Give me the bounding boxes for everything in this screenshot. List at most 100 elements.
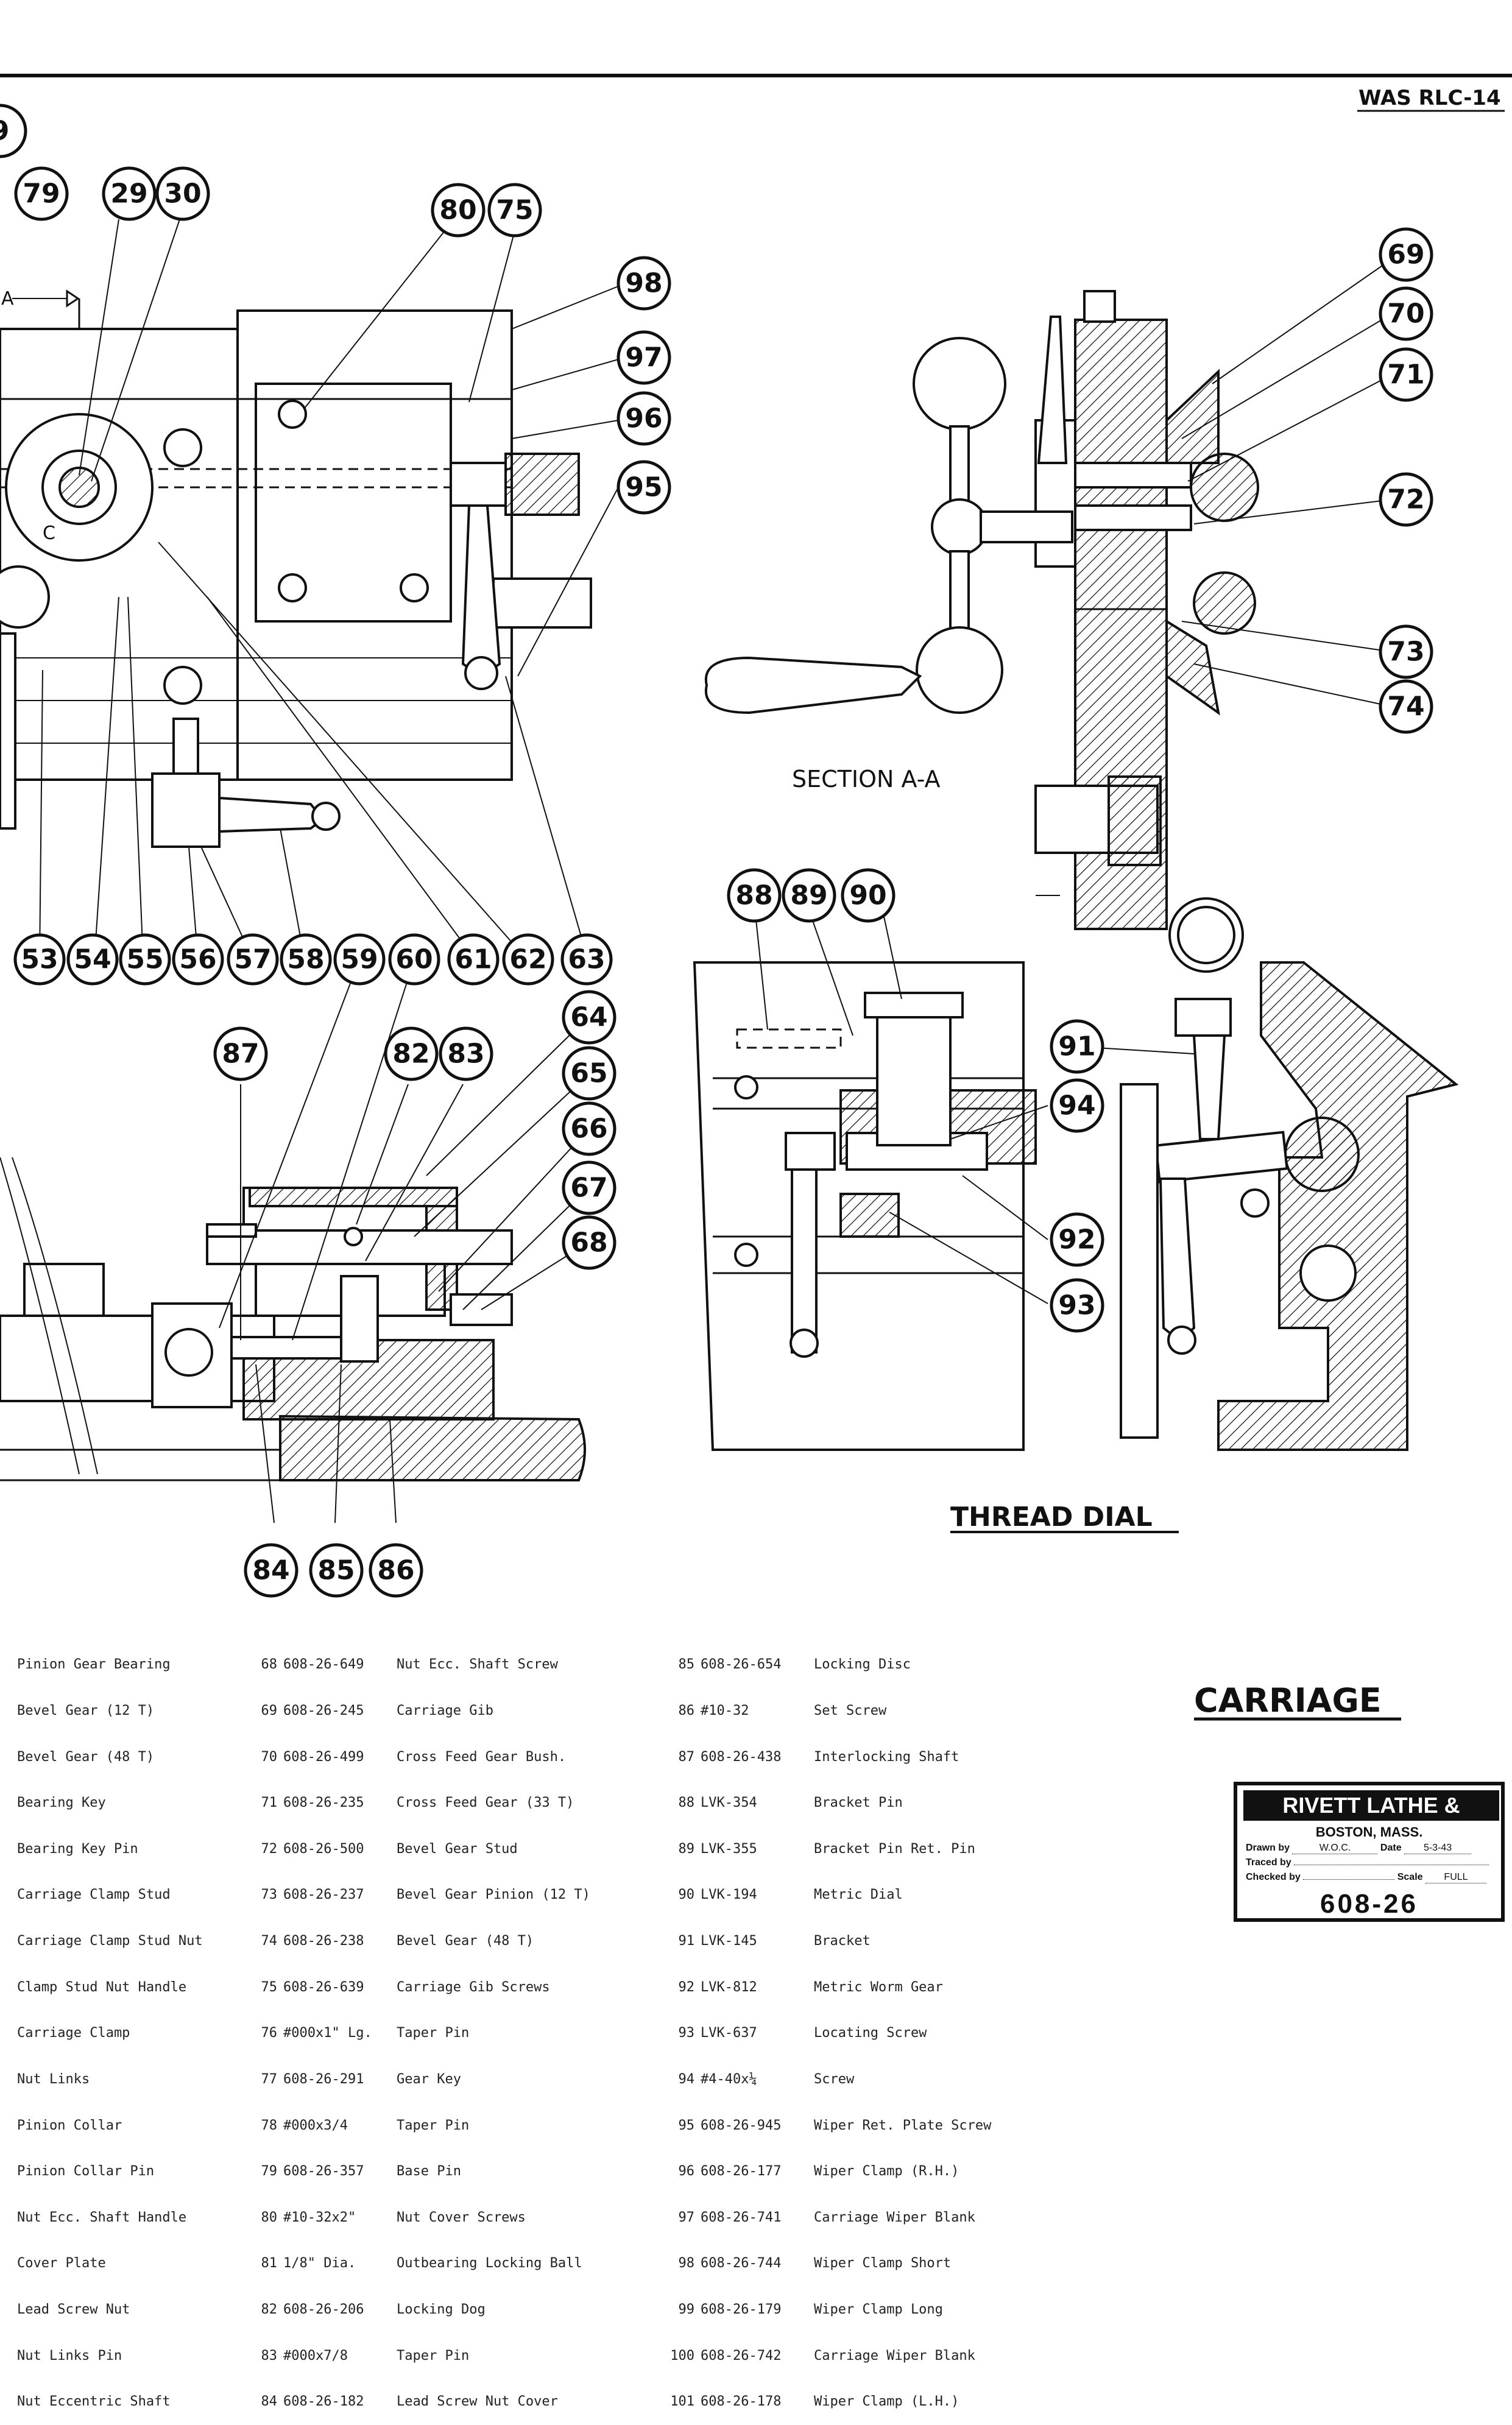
svg-text:83: 83 bbox=[447, 1039, 484, 1070]
svg-text:93: 93 bbox=[1058, 1290, 1095, 1321]
svg-text:74: 74 bbox=[1387, 691, 1424, 722]
callout-67: 67 bbox=[562, 1160, 616, 1215]
header-ref: WAS RLC-14 bbox=[1358, 86, 1501, 110]
callout-9: 9 bbox=[0, 104, 27, 158]
callout-96: 96 bbox=[616, 391, 671, 446]
svg-text:64: 64 bbox=[570, 1002, 607, 1033]
lead-screw-nut-view bbox=[0, 1157, 586, 1481]
apron-front-view bbox=[0, 289, 592, 848]
svg-text:91: 91 bbox=[1058, 1031, 1095, 1062]
callout-95: 95 bbox=[616, 460, 671, 515]
table-row: Nut Eccentric Shaft bbox=[17, 2394, 171, 2410]
table-row: 76#000x1" Lg.Taper Pin bbox=[261, 2025, 470, 2041]
svg-text:98: 98 bbox=[625, 268, 662, 299]
parts-list-column-1: Pinion Gear Bearing Bevel Gear (12 T) Be… bbox=[17, 1626, 203, 2425]
table-row: Cover Plate bbox=[17, 2256, 106, 2271]
table-row: Lead Screw Nut bbox=[17, 2301, 130, 2317]
date-value: 5-3-43 bbox=[1404, 1843, 1472, 1854]
svg-text:56: 56 bbox=[179, 944, 216, 975]
drawn-row: Drawn by W.O.C. Date 5-3-43 bbox=[1246, 1843, 1472, 1854]
table-row: Clamp Stud Nut Handle bbox=[17, 1979, 187, 1995]
callout-94: 94 bbox=[1050, 1078, 1104, 1133]
point-c-label: C bbox=[43, 523, 55, 544]
scale-label: Scale bbox=[1397, 1872, 1423, 1882]
callout-93: 93 bbox=[1050, 1278, 1104, 1333]
table-row: Nut Links bbox=[17, 2071, 90, 2087]
table-row: Bearing Key Pin bbox=[17, 1841, 138, 1857]
callout-30: 30 bbox=[155, 166, 210, 221]
table-row: Carriage Clamp Stud bbox=[17, 1887, 171, 1903]
svg-text:66: 66 bbox=[570, 1114, 607, 1145]
callout-62: 62 bbox=[502, 933, 554, 986]
svg-text:79: 79 bbox=[23, 178, 60, 210]
svg-text:86: 86 bbox=[377, 1555, 414, 1586]
svg-text:89: 89 bbox=[790, 880, 827, 911]
leader-lines bbox=[39, 219, 1393, 1523]
svg-text:87: 87 bbox=[222, 1039, 259, 1070]
svg-text:67: 67 bbox=[570, 1173, 607, 1204]
callout-85: 85 bbox=[309, 1543, 364, 1598]
callout-98: 98 bbox=[616, 256, 671, 311]
section-a-a-view bbox=[704, 290, 1259, 930]
table-row: Bevel Gear (48 T) bbox=[17, 1749, 155, 1765]
svg-text:82: 82 bbox=[392, 1039, 429, 1070]
callout-89: 89 bbox=[782, 868, 836, 923]
callout-59: 59 bbox=[333, 933, 386, 986]
callout-91: 91 bbox=[1050, 1019, 1104, 1074]
callout-82: 82 bbox=[384, 1026, 439, 1081]
company-name: RIVETT LATHE & GRINDER INC. bbox=[1243, 1790, 1499, 1848]
drawing-title: CARRIAGE bbox=[1194, 1681, 1382, 1720]
callout-97: 97 bbox=[616, 330, 671, 385]
callout-54: 54 bbox=[66, 933, 119, 986]
callout-92: 92 bbox=[1050, 1212, 1104, 1267]
table-row: Nut Ecc. Shaft Handle bbox=[17, 2209, 187, 2225]
svg-text:90: 90 bbox=[849, 880, 886, 911]
callout-68: 68 bbox=[562, 1215, 616, 1270]
table-row: Carriage Clamp Stud Nut bbox=[17, 1933, 203, 1949]
thread-dial-side-view bbox=[1120, 897, 1459, 1451]
svg-text:59: 59 bbox=[341, 944, 378, 975]
callout-57: 57 bbox=[227, 933, 279, 986]
callout-79: 79 bbox=[14, 166, 69, 221]
callout-56: 56 bbox=[172, 933, 224, 986]
table-row: Bearing Key bbox=[17, 1795, 106, 1811]
table-row: Pinion Collar Pin bbox=[17, 2164, 155, 2180]
table-row: 80#10-32x2"Nut Cover Screws bbox=[261, 2209, 526, 2225]
callout-84: 84 bbox=[244, 1543, 299, 1598]
callout-63: 63 bbox=[560, 933, 613, 986]
company-city: BOSTON, MASS. bbox=[1315, 1824, 1423, 1840]
checked-label: Checked by bbox=[1246, 1872, 1301, 1882]
svg-text:95: 95 bbox=[625, 472, 662, 503]
svg-text:61: 61 bbox=[454, 944, 492, 975]
drawing-number: 608-26 bbox=[1319, 1889, 1418, 1919]
svg-text:85: 85 bbox=[317, 1555, 355, 1586]
table-row: Nut Links Pin bbox=[17, 2348, 122, 2363]
scale-value: FULL bbox=[1425, 1872, 1486, 1883]
callout-69: 69 bbox=[1379, 227, 1433, 282]
thread-dial-front-view bbox=[693, 961, 1037, 1451]
callout-61: 61 bbox=[447, 933, 500, 986]
callout-73: 73 bbox=[1379, 624, 1433, 679]
callout-66: 66 bbox=[562, 1101, 616, 1156]
title-block: RIVETT LATHE & GRINDER INC. BOSTON, MASS… bbox=[1234, 1782, 1505, 1922]
svg-text:84: 84 bbox=[252, 1555, 289, 1586]
table-row: Bevel Gear (12 T) bbox=[17, 1703, 155, 1719]
callout-65: 65 bbox=[562, 1046, 616, 1101]
callout-80: 80 bbox=[431, 183, 486, 238]
